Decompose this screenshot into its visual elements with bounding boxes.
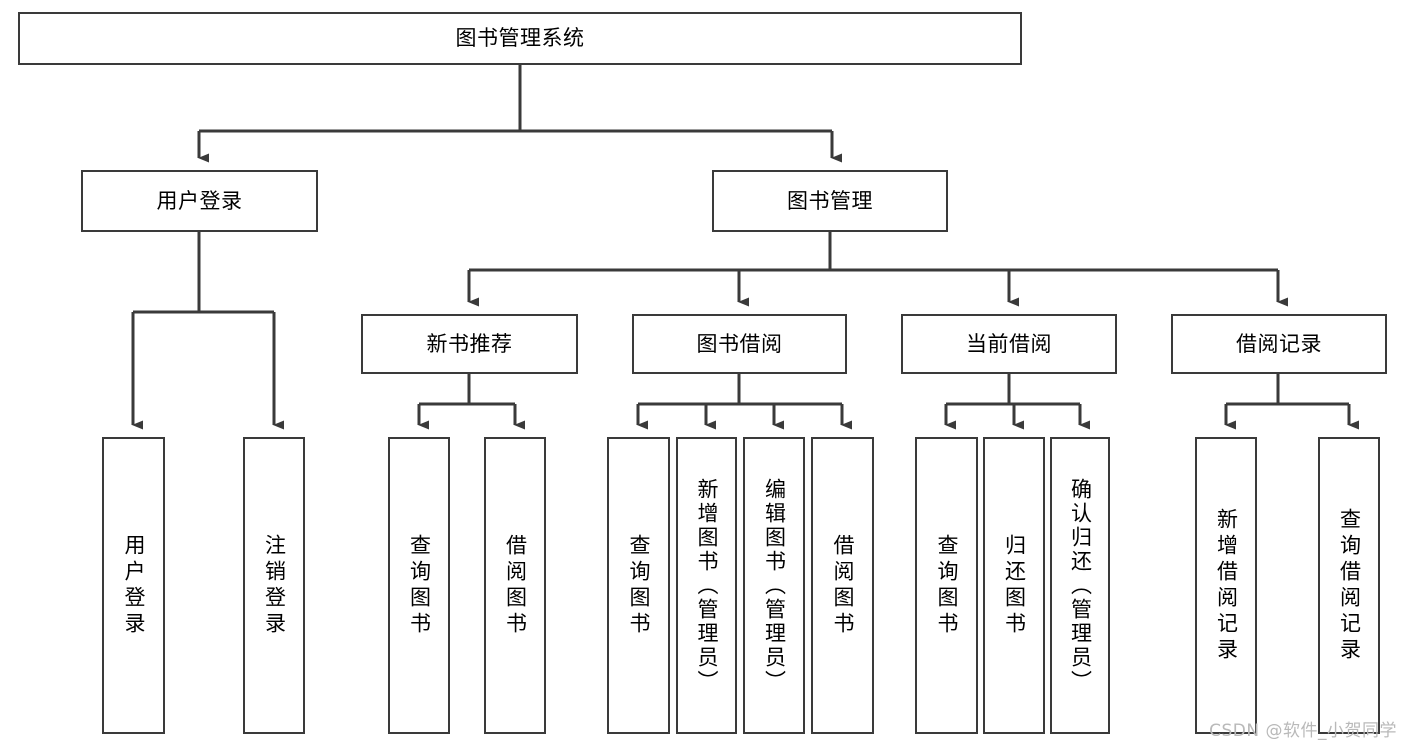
node-leaf-return-book[interactable]: 归还图书 <box>983 437 1045 734</box>
node-leaf-add-record-label: 新增借阅记录 <box>1214 507 1239 664</box>
node-current-borrow[interactable]: 当前借阅 <box>901 314 1117 374</box>
node-leaf-query-book-3-label: 查询图书 <box>935 533 959 638</box>
node-leaf-query-book-1[interactable]: 查询图书 <box>388 437 450 734</box>
node-book-borrow[interactable]: 图书借阅 <box>632 314 847 374</box>
node-new-book-recommend[interactable]: 新书推荐 <box>361 314 578 374</box>
watermark-text: CSDN @软件_小贺同学 <box>1209 721 1397 741</box>
node-leaf-query-record[interactable]: 查询借阅记录 <box>1318 437 1380 734</box>
node-leaf-return-book-label: 归还图书 <box>1002 533 1027 638</box>
node-leaf-user-login[interactable]: 用户登录 <box>102 437 165 734</box>
node-leaf-user-login-label: 用户登录 <box>122 533 146 638</box>
node-borrow-record[interactable]: 借阅记录 <box>1171 314 1387 374</box>
node-leaf-query-book-3[interactable]: 查询图书 <box>915 437 978 734</box>
node-book-management[interactable]: 图书管理 <box>712 170 948 232</box>
node-leaf-confirm-return-label: 确认归还（管理员） <box>1068 477 1093 694</box>
node-leaf-user-logout-label: 注销登录 <box>262 533 287 638</box>
node-book-borrow-label: 图书借阅 <box>696 331 783 356</box>
node-leaf-add-record[interactable]: 新增借阅记录 <box>1195 437 1257 734</box>
node-root[interactable]: 图书管理系统 <box>18 12 1022 65</box>
node-leaf-borrow-book-1[interactable]: 借阅图书 <box>484 437 546 734</box>
node-leaf-query-record-label: 查询借阅记录 <box>1337 507 1362 664</box>
node-leaf-borrow-book-1-label: 借阅图书 <box>503 533 528 638</box>
node-leaf-add-book[interactable]: 新增图书（管理员） <box>676 437 737 734</box>
node-leaf-edit-book-label: 编辑图书（管理员） <box>762 477 787 694</box>
node-leaf-query-book-1-label: 查询图书 <box>407 533 432 638</box>
node-leaf-borrow-book-2[interactable]: 借阅图书 <box>811 437 874 734</box>
node-book-management-label: 图书管理 <box>787 188 873 213</box>
node-current-borrow-label: 当前借阅 <box>966 331 1052 356</box>
node-user-login-label: 用户登录 <box>156 188 243 213</box>
node-leaf-user-logout[interactable]: 注销登录 <box>243 437 305 734</box>
node-leaf-confirm-return[interactable]: 确认归还（管理员） <box>1050 437 1110 734</box>
node-borrow-record-label: 借阅记录 <box>1236 331 1322 356</box>
node-root-label: 图书管理系统 <box>455 26 585 51</box>
node-leaf-borrow-book-2-label: 借阅图书 <box>831 533 855 638</box>
node-leaf-query-book-2[interactable]: 查询图书 <box>607 437 670 734</box>
node-user-login[interactable]: 用户登录 <box>81 170 318 232</box>
node-leaf-edit-book[interactable]: 编辑图书（管理员） <box>743 437 805 734</box>
node-new-book-recommend-label: 新书推荐 <box>426 331 513 356</box>
node-leaf-add-book-label: 新增图书（管理员） <box>695 477 719 694</box>
node-leaf-query-book-2-label: 查询图书 <box>627 533 651 638</box>
